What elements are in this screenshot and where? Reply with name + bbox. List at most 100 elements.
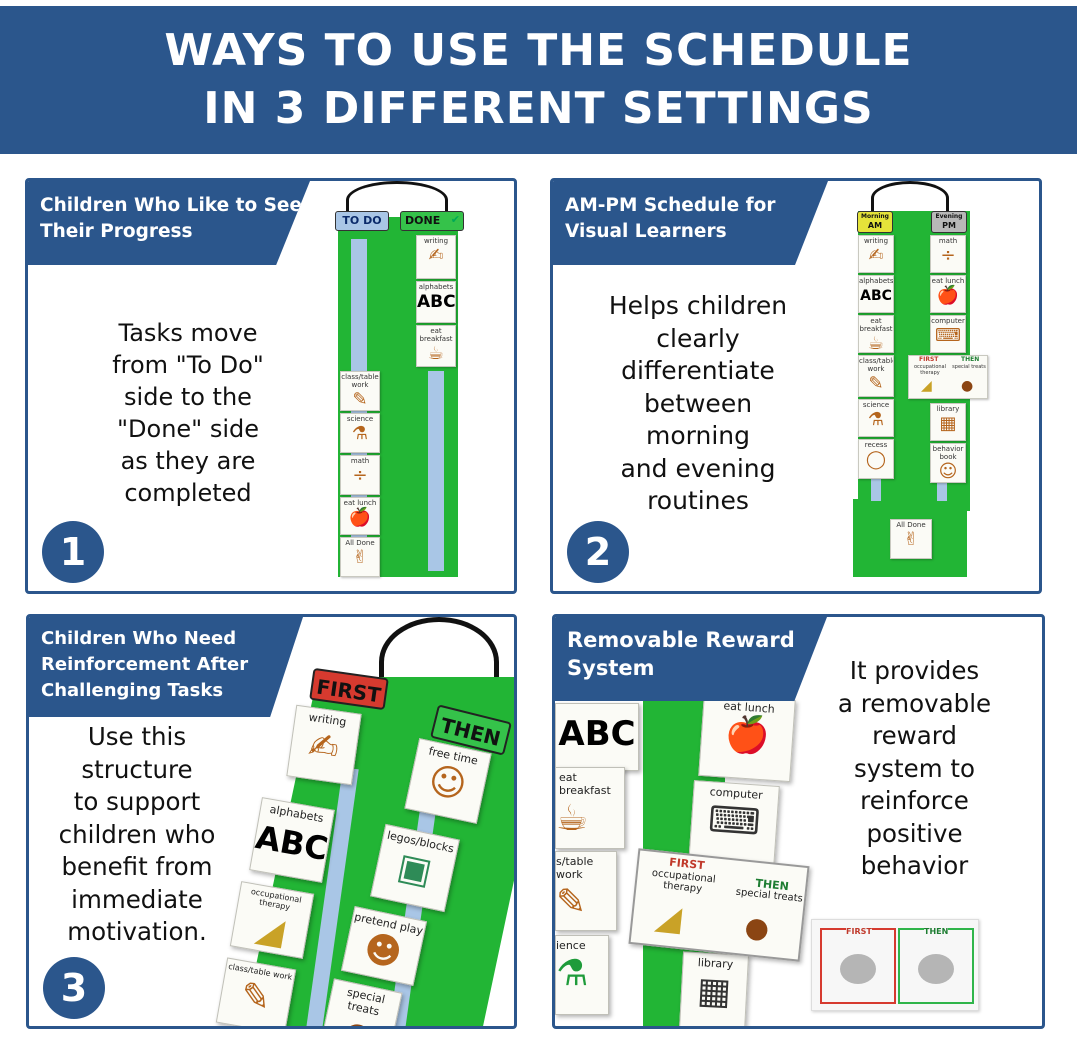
card-all-done: All Done✌ xyxy=(890,519,932,559)
todo-header: TO DO xyxy=(335,211,389,231)
pm-header-label: PM xyxy=(942,221,956,230)
flask-icon: ⚗ xyxy=(556,953,589,994)
done-header: DONE ✔ xyxy=(400,211,464,231)
card-science: science⚗ xyxy=(340,413,380,453)
title-banner: WAYS TO USE THE SCHEDULE IN 3 DIFFERENT … xyxy=(0,6,1077,154)
occupational-therapy-label: occupational therapy xyxy=(914,364,946,376)
velcro-dot xyxy=(840,954,876,984)
all-done-icon: ✌ xyxy=(352,547,368,568)
first-then-card: FIRST THEN occupational therapy special … xyxy=(628,848,810,962)
card-science: science⚗ xyxy=(858,399,894,437)
card-eat-breakfast: eat breakfast☕ xyxy=(416,325,456,367)
all-done-icon: ✌ xyxy=(903,529,919,550)
computer-icon: ⌨ xyxy=(935,325,961,346)
flask-icon: ⚗ xyxy=(351,423,369,444)
classroom-icon: ✎ xyxy=(556,882,587,923)
card-recess: recess◯ xyxy=(858,439,894,479)
card-class-table-work: s/table work✎ xyxy=(555,851,617,931)
card-label: science xyxy=(346,415,374,423)
flask-icon: ⚗ xyxy=(867,409,885,430)
books-icon: ▦ xyxy=(939,413,957,434)
card-eat-lunch: eat lunch🍎 xyxy=(340,497,380,535)
board-then-label: THEN xyxy=(924,927,949,936)
classroom-icon: ✎ xyxy=(352,389,368,410)
card-math: math÷ xyxy=(930,235,966,273)
card-label: math xyxy=(350,457,370,465)
first-then-board: FIRST THEN xyxy=(811,919,979,1011)
lunch-icon: 🍎 xyxy=(348,507,372,528)
hanging-cord xyxy=(379,617,499,707)
panel-1-description: Tasks move from "To Do" side to the "Don… xyxy=(112,319,264,507)
abc-icon: ABC xyxy=(417,292,456,312)
then-label: THEN xyxy=(961,356,980,363)
card-label: All Done xyxy=(896,521,926,529)
computer-icon: ⌨ xyxy=(706,799,762,844)
card-label: library xyxy=(936,405,960,413)
card-all-done: All Done✌ xyxy=(340,537,380,577)
card-eat-lunch: eat lunch🍎 xyxy=(930,275,966,313)
hanging-cord xyxy=(871,181,949,215)
card-computer: computer⌨ xyxy=(930,315,966,353)
pm-header-top: Evening xyxy=(935,213,963,220)
panel-3-title: Children Who Need Reinforcement After Ch… xyxy=(29,617,303,717)
abc-icon: ABC xyxy=(860,288,892,304)
card-writing: writing✍ xyxy=(416,235,456,279)
panel-progress: Children Who Like to See Their Progress … xyxy=(25,178,517,594)
card-label: s/table work xyxy=(556,855,594,881)
classroom-icon: ✎ xyxy=(868,373,884,394)
panel-2-number-badge: 2 xyxy=(567,521,629,583)
card-label: All Done xyxy=(345,539,375,547)
panel-reward-system: ABC eat breakfast☕ s/table work✎ ience⚗ … xyxy=(552,614,1045,1029)
card-label: math xyxy=(938,237,958,245)
treats-icon: ● xyxy=(961,378,974,394)
card-label: eat breakfast xyxy=(559,771,611,797)
card-behavior-book: behavior book☺ xyxy=(930,443,966,483)
panel-2-title: AM-PM Schedule for Visual Learners xyxy=(553,181,828,265)
treats-icon: ● xyxy=(743,909,771,946)
panel-reinforcement: Children Who Need Reinforcement After Ch… xyxy=(26,614,517,1029)
card-eat-breakfast: eat breakfast☕ xyxy=(858,315,894,353)
panel-3-description: Use this structure to support children w… xyxy=(58,722,216,946)
panel-am-pm: AM-PM Schedule for Visual Learners Helps… xyxy=(550,178,1042,594)
card-writing: writing✍ xyxy=(858,235,894,273)
breakfast-icon: ☕ xyxy=(556,798,589,839)
card-science: ience⚗ xyxy=(555,935,609,1015)
card-class-table-work: class/table work✎ xyxy=(340,371,380,411)
panel-4-title: Removable Reward System xyxy=(555,617,827,701)
breakfast-icon: ☕ xyxy=(867,333,885,353)
writing-hand-icon: ✍ xyxy=(305,725,342,770)
card-eat-breakfast: eat breakfast☕ xyxy=(555,767,625,849)
pm-ribbon xyxy=(937,471,947,501)
panel-1-title: Children Who Like to See Their Progress xyxy=(28,181,310,265)
writing-hand-icon: ✍ xyxy=(428,245,444,266)
check-icon: ✔ xyxy=(450,213,460,226)
card-label: ience xyxy=(556,939,586,952)
card-label: writing xyxy=(863,237,889,245)
breakfast-icon: ☕ xyxy=(427,343,445,364)
card-label: eat lunch xyxy=(931,277,965,285)
panel-1-number-badge: 1 xyxy=(42,521,104,583)
card-label: class/table work xyxy=(341,373,379,389)
card-writing: writing✍ xyxy=(286,704,362,786)
slide-icon: ◢ xyxy=(921,378,932,394)
card-free-time: free time☺ xyxy=(404,738,492,824)
card-library: library▦ xyxy=(678,951,750,1026)
banner-title-line-2: IN 3 DIFFERENT SETTINGS xyxy=(203,83,874,134)
panel-3-number-badge: 3 xyxy=(43,957,105,1019)
card-label: recess xyxy=(864,441,888,449)
card-label: eat breakfast xyxy=(859,317,893,333)
done-header-label: DONE xyxy=(405,214,441,227)
lunch-icon: 🍎 xyxy=(936,285,960,306)
math-icon: ÷ xyxy=(352,465,368,486)
panel-4-description: It provides a removable reward system to… xyxy=(837,656,992,880)
card-class-table-work: class/table work✎ xyxy=(215,957,297,1026)
card-first-then: FIRST THEN occupational therapy special … xyxy=(908,355,988,399)
card-alphabets: ABC xyxy=(555,703,639,771)
am-header-label: AM xyxy=(867,221,883,230)
special-treats-label: special treats xyxy=(952,364,986,370)
